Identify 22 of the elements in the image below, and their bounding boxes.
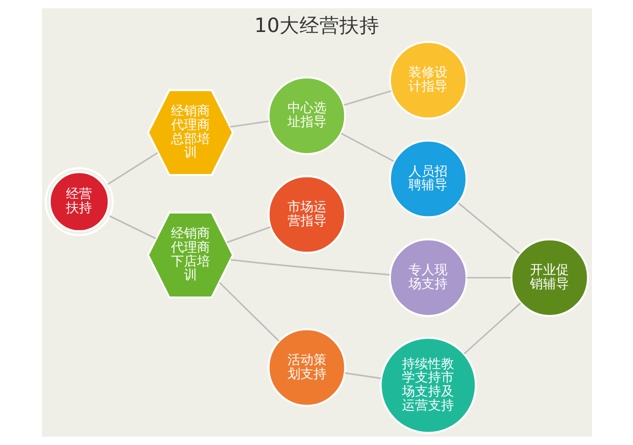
connector	[463, 302, 520, 354]
node-circle: 活动策划支持	[267, 328, 346, 407]
connector	[230, 258, 390, 276]
connector	[343, 90, 391, 106]
node-circle: 中心选址指导	[267, 76, 346, 156]
node-circle: 经营扶持	[44, 167, 114, 236]
connector	[466, 276, 510, 278]
node-circle: 装修设计指导	[388, 40, 468, 120]
connector	[226, 226, 270, 244]
connector	[218, 282, 279, 342]
node-circle: 持续性教学支持市场支持及运营支持	[379, 336, 476, 434]
node-circle: 市场运营指导	[267, 175, 346, 254]
connector	[457, 202, 520, 254]
diagram-title: 10大经营扶持	[254, 14, 380, 37]
connector	[230, 120, 268, 128]
connector	[340, 132, 394, 162]
node-circle: 专人现场支持	[388, 238, 468, 317]
connector	[344, 372, 380, 380]
connector	[106, 152, 158, 185]
connector	[108, 215, 156, 240]
node-circle: 人员招聘辅导	[388, 140, 468, 218]
node-circle: 开业促销辅导	[510, 238, 588, 317]
